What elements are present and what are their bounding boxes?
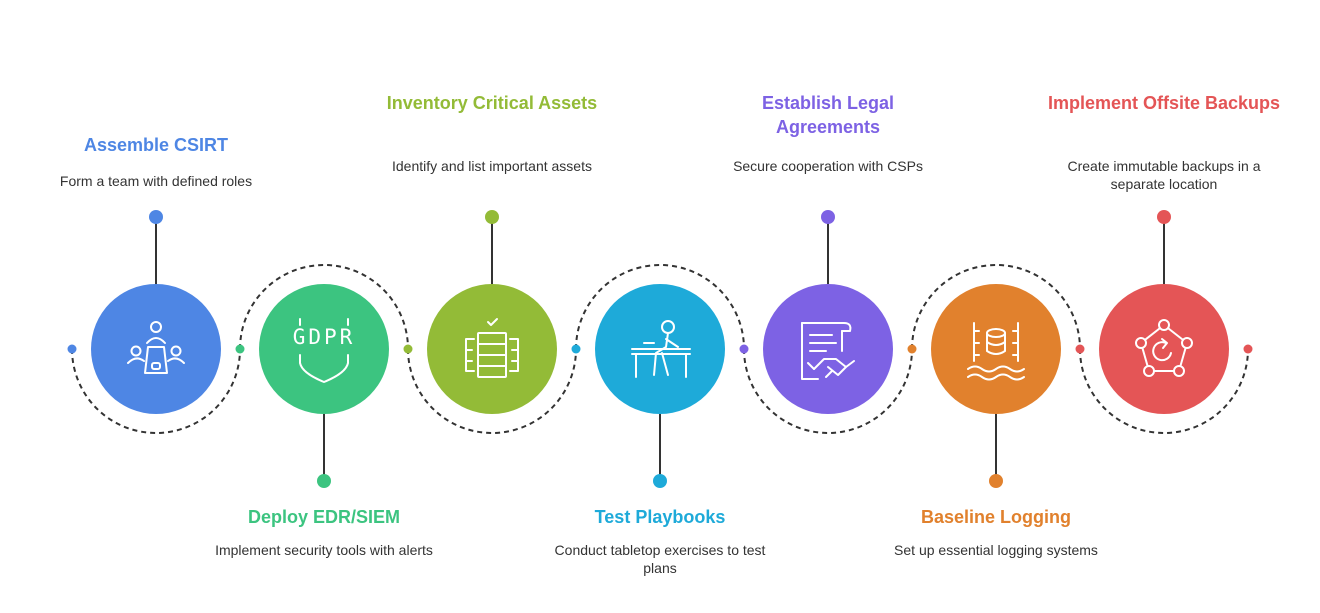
dashed-connector-arc bbox=[407, 348, 577, 434]
gdpr-label: GDPR bbox=[293, 325, 356, 349]
step-title: Deploy EDR/SIEM bbox=[247, 507, 401, 527]
separator-dot bbox=[1075, 344, 1085, 354]
separator-dot bbox=[67, 344, 77, 354]
step-title: Assemble CSIRT bbox=[83, 135, 229, 155]
connector-dot bbox=[149, 210, 163, 224]
step-circle bbox=[91, 284, 221, 414]
database-logging-icon bbox=[967, 322, 1025, 381]
step-description: Identify and list important assets bbox=[392, 158, 592, 174]
connector-dot bbox=[653, 474, 667, 488]
dashed-connector-arc bbox=[1079, 348, 1249, 434]
step-description: Secure cooperation with CSPs bbox=[733, 158, 923, 174]
separator-dot bbox=[907, 344, 917, 354]
backup-network-icon bbox=[1135, 319, 1193, 377]
person-at-desk-icon bbox=[631, 320, 691, 378]
separator-dot bbox=[1243, 344, 1253, 354]
step-title: Implement Offsite Backups bbox=[1047, 93, 1281, 113]
separator-dot bbox=[571, 344, 581, 354]
dashed-connector-arc bbox=[575, 264, 745, 350]
separator-dot bbox=[403, 344, 413, 354]
gdpr-shield-icon: GDPR bbox=[293, 318, 356, 383]
dashed-connector-arc bbox=[239, 264, 409, 350]
dashed-connector-arc bbox=[911, 264, 1081, 350]
step-circle bbox=[1099, 284, 1229, 414]
step-description: Implement security tools with alerts bbox=[215, 542, 433, 558]
step-title: Establish Legal Agreements bbox=[761, 93, 895, 137]
separator-dot bbox=[739, 344, 749, 354]
contract-handshake-icon bbox=[801, 322, 855, 380]
separator-dot bbox=[235, 344, 245, 354]
step-description: Conduct tabletop exercises to test plans bbox=[554, 542, 766, 576]
connector-dot bbox=[485, 210, 499, 224]
dashed-connector-arc bbox=[71, 348, 241, 434]
step-title: Inventory Critical Assets bbox=[386, 93, 598, 113]
dashed-connector-arc bbox=[743, 348, 913, 434]
connector-dot bbox=[1157, 210, 1171, 224]
connector-dot bbox=[317, 474, 331, 488]
step-circle bbox=[763, 284, 893, 414]
server-rack-check-icon bbox=[465, 318, 519, 378]
step-description: Create immutable backups in a separate l… bbox=[1067, 158, 1261, 192]
step-circle bbox=[931, 284, 1061, 414]
step-description: Set up essential logging systems bbox=[894, 542, 1098, 558]
step-circle bbox=[427, 284, 557, 414]
team-meeting-icon bbox=[127, 321, 185, 374]
step-title: Baseline Logging bbox=[920, 507, 1071, 527]
step-title: Test Playbooks bbox=[594, 507, 726, 527]
connector-dot bbox=[821, 210, 835, 224]
connector-dot bbox=[989, 474, 1003, 488]
step-circle bbox=[259, 284, 389, 414]
step-description: Form a team with defined roles bbox=[59, 173, 253, 189]
